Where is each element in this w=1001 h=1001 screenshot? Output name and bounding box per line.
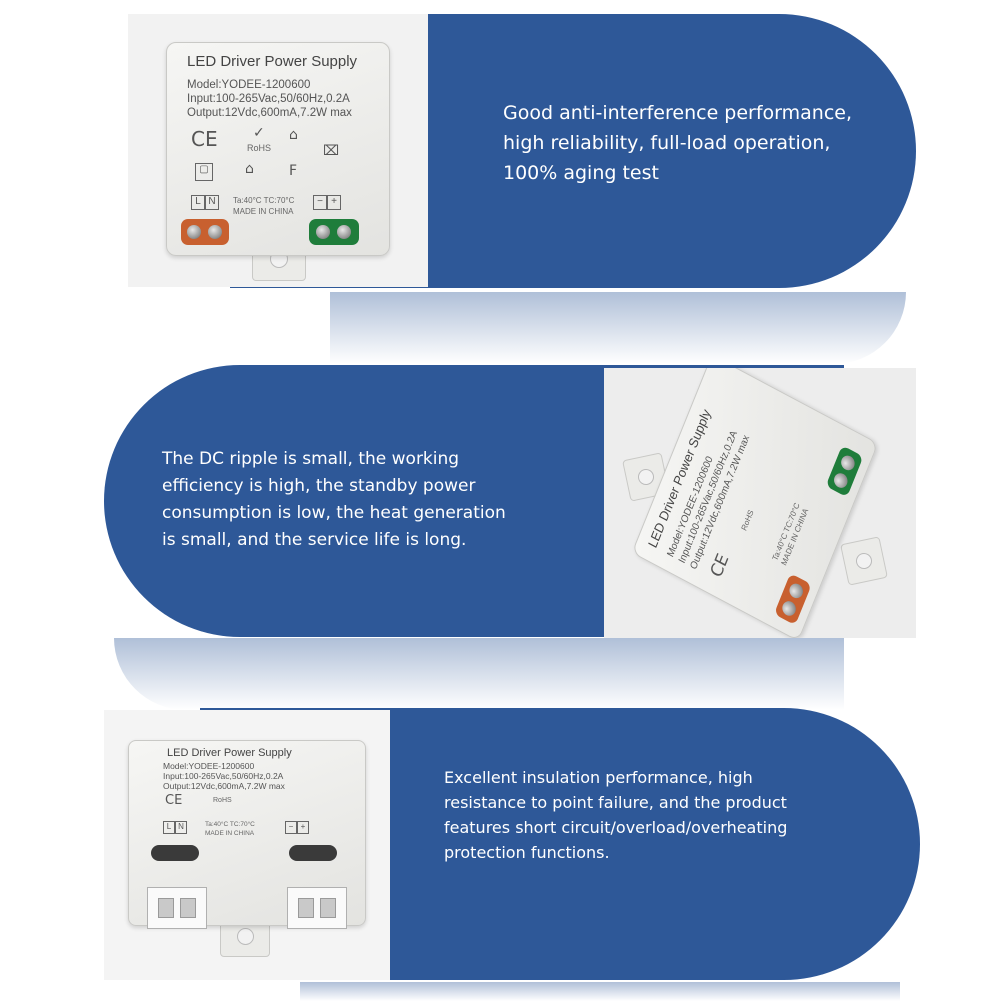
- rohs-mark: RoHS: [247, 143, 272, 153]
- screw-icon: [780, 598, 798, 619]
- made-in-text: MADE IN CHINA: [233, 207, 294, 216]
- model-text: Model:YODEE-1200600: [163, 761, 255, 771]
- feature-line: Good anti-interference performance,: [503, 102, 853, 124]
- feature-text-2: The DC ripple is small, the working effi…: [162, 446, 506, 554]
- feature-text-3: Excellent insulation performance, high r…: [444, 765, 787, 865]
- screw-icon: [337, 225, 351, 239]
- feature-line: features short circuit/overload/overheat…: [444, 818, 788, 837]
- feature-line: 100% aging test: [503, 162, 659, 184]
- screw-icon: [787, 581, 806, 601]
- input-terminal: [181, 219, 229, 245]
- terminal-n-mark: N: [205, 195, 219, 210]
- feature-line: consumption is low, the heat generation: [162, 503, 506, 523]
- output-text: Output:12Vdc,600mA,7.2W max: [187, 107, 352, 119]
- screw-icon: [839, 453, 857, 473]
- mount-tab: [840, 536, 888, 586]
- temp-text: Ta:40°C TC:70°C: [233, 196, 295, 205]
- check-icon: ✓: [253, 125, 265, 141]
- screw-icon: [831, 470, 850, 491]
- model-text: Model:YODEE-1200600: [187, 79, 311, 91]
- feature-section-2: LED Driver Power Supply Model:YODEE-1200…: [0, 360, 1001, 710]
- screw-icon: [316, 225, 330, 239]
- product-photo-angled: LED Driver Power Supply Model:YODEE-1200…: [604, 368, 916, 638]
- feature-line: protection functions.: [444, 843, 610, 862]
- terminal-l-mark: L: [163, 821, 175, 834]
- terminal-plus-mark: +: [327, 195, 341, 210]
- feature-line: is small, and the service life is long.: [162, 530, 467, 550]
- driver-case: LED Driver Power Supply Model:YODEE-1200…: [128, 740, 366, 929]
- lamp-icon: ⌂: [289, 127, 298, 143]
- rohs-mark: RoHS: [213, 797, 232, 804]
- feature-line: high reliability, full-load operation,: [503, 132, 831, 154]
- output-terminal: [309, 219, 359, 245]
- label-title: LED Driver Power Supply: [187, 53, 358, 70]
- terminal-minus-mark: −: [285, 821, 297, 834]
- screw-icon: [187, 225, 201, 239]
- terminal-minus-mark: −: [313, 195, 327, 210]
- terminal-plus-mark: +: [297, 821, 309, 834]
- ce-mark: CE: [706, 550, 734, 582]
- driver-case: LED Driver Power Supply Model:YODEE-1200…: [166, 42, 390, 256]
- f-mark-icon: F: [289, 163, 298, 179]
- temp-text: Ta:40°C TC:70°C: [205, 821, 255, 828]
- input-terminal: [773, 573, 812, 626]
- feature-section-3: LED Driver Power Supply Model:YODEE-1200…: [0, 700, 1001, 1001]
- feature-line: The DC ripple is small, the working: [162, 449, 460, 469]
- label-title: LED Driver Power Supply: [167, 747, 292, 759]
- input-text: Input:100-265Vac,50/60Hz,0.2A: [187, 93, 350, 105]
- input-text: Input:100-265Vac,50/60Hz,0.2A: [163, 771, 284, 781]
- banner-reflection-2: [114, 638, 844, 710]
- product-photo-front: LED Driver Power Supply Model:YODEE-1200…: [128, 14, 428, 287]
- class-ii-icon: ▢: [195, 163, 213, 181]
- banner-reflection-3: [300, 982, 900, 1001]
- banner-reflection-1: [330, 292, 906, 364]
- output-text: Output:12Vdc,600mA,7.2W max: [163, 781, 285, 791]
- feature-line: efficiency is high, the standby power: [162, 476, 476, 496]
- made-in-text: MADE IN CHINA: [205, 830, 255, 837]
- ce-mark: CE: [165, 793, 183, 808]
- feature-line: resistance to point failure, and the pro…: [444, 793, 787, 812]
- product-photo-side: LED Driver Power Supply Model:YODEE-1200…: [104, 710, 390, 980]
- weee-bin-icon: ⌧: [323, 143, 340, 159]
- feature-text-1: Good anti-interference performance, high…: [503, 98, 852, 188]
- input-socket: [147, 887, 207, 929]
- ce-mark: CE: [191, 127, 218, 151]
- vent-slot: [151, 845, 199, 861]
- feature-section-1: LED Driver Power Supply Model:YODEE-1200…: [0, 0, 1001, 364]
- terminal-l-mark: L: [191, 195, 205, 210]
- vent-slot: [289, 845, 337, 861]
- driver-case: LED Driver Power Supply Model:YODEE-1200…: [631, 368, 879, 638]
- screw-icon: [208, 225, 222, 239]
- house-icon: ⌂: [245, 161, 254, 177]
- feature-line: Excellent insulation performance, high: [444, 768, 753, 787]
- rohs-mark: RoHS: [739, 508, 756, 533]
- terminal-n-mark: N: [175, 821, 187, 834]
- output-socket: [287, 887, 347, 929]
- output-terminal: [825, 445, 864, 498]
